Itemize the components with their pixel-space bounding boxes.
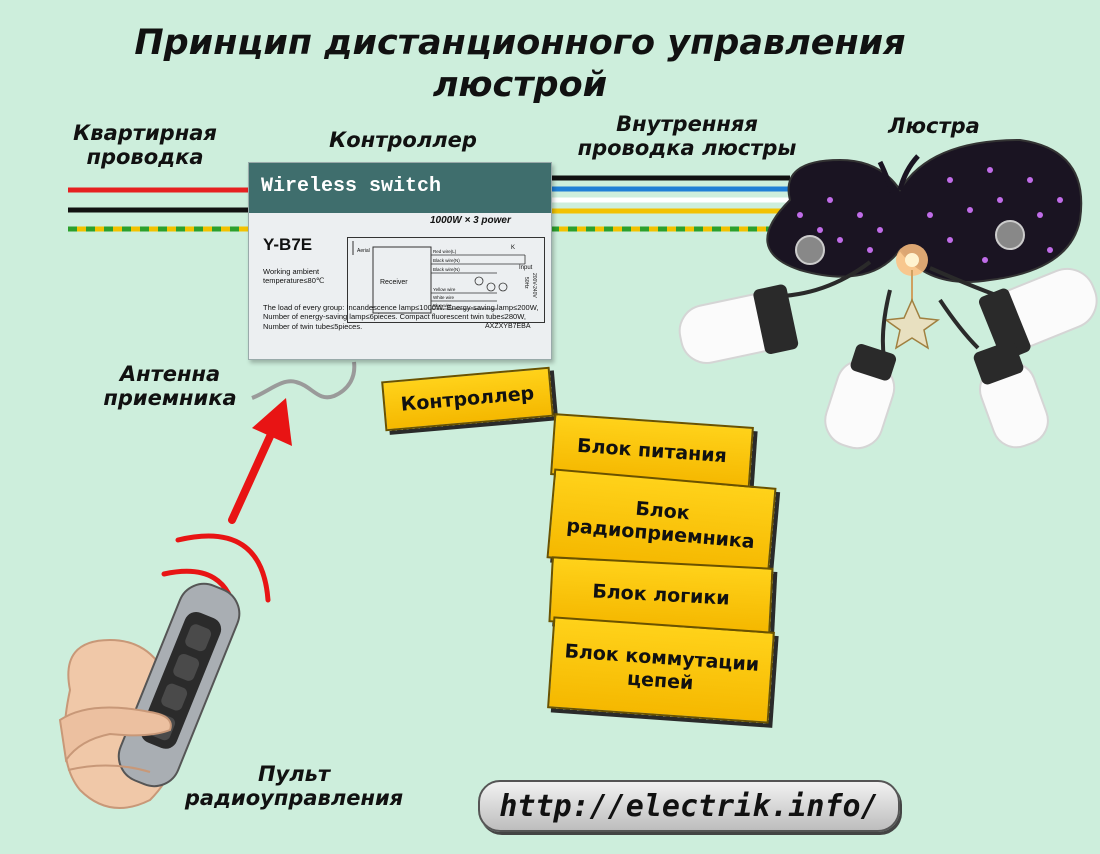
label-internal-wiring: Внутренняя проводка люстры bbox=[577, 112, 797, 161]
schematic-frequency: 50Hz bbox=[523, 277, 529, 289]
antenna-wire-icon bbox=[251, 361, 357, 400]
label-remote: Пульт радиоуправления bbox=[184, 762, 404, 811]
schematic-aerial: Aerial bbox=[357, 248, 370, 254]
device-schematic: Receiver Aerial Red wire(L) Black wire(N… bbox=[347, 237, 545, 323]
schematic-wire-5: Blue wire bbox=[433, 303, 452, 308]
chandelier-icon bbox=[678, 138, 1098, 450]
schematic-voltage: 200V-240V bbox=[531, 273, 537, 298]
device-code: AXZXYB7EBA bbox=[485, 323, 531, 330]
schematic-wire-2: Black wire(N) bbox=[433, 267, 460, 272]
schematic-switch-label: K bbox=[511, 245, 515, 251]
schematic-wire-0: Red wire(L) bbox=[433, 249, 457, 254]
label-apartment-wiring: Квартирная проводка bbox=[73, 121, 217, 170]
schematic-wire-3: Yellow wire bbox=[433, 287, 456, 292]
device-name: Wireless switch bbox=[261, 175, 442, 198]
device-model: Y-B7E bbox=[263, 235, 313, 254]
site-url-link[interactable]: http://electrik.info/ bbox=[478, 780, 900, 832]
label-controller: Контроллер bbox=[329, 128, 477, 152]
remote-control-icon bbox=[58, 582, 241, 809]
schematic-input: Input bbox=[519, 265, 533, 271]
device-power: 1000W × 3 power bbox=[430, 215, 511, 226]
schematic-wire-1: Black wire(N) bbox=[433, 258, 460, 263]
device-header-band bbox=[249, 163, 551, 213]
device-temperature: Working ambient temperature≤80℃ bbox=[263, 267, 325, 286]
signal-arrow-icon bbox=[228, 398, 292, 524]
block-circuit-switching: Блок коммутации цепей bbox=[547, 616, 775, 724]
controller-device: Wireless switch 1000W × 3 power Y-B7E Wo… bbox=[248, 162, 552, 360]
label-chandelier: Люстра bbox=[888, 114, 980, 138]
page-title: Принцип дистанционного управления люстро… bbox=[134, 23, 906, 105]
device-load: The load of every group: Incandescence l… bbox=[263, 303, 539, 331]
label-antenna: Антенна приемника bbox=[103, 362, 237, 411]
schematic-wire-4: White wire bbox=[433, 295, 455, 300]
schematic-receiver: Receiver bbox=[380, 279, 408, 286]
